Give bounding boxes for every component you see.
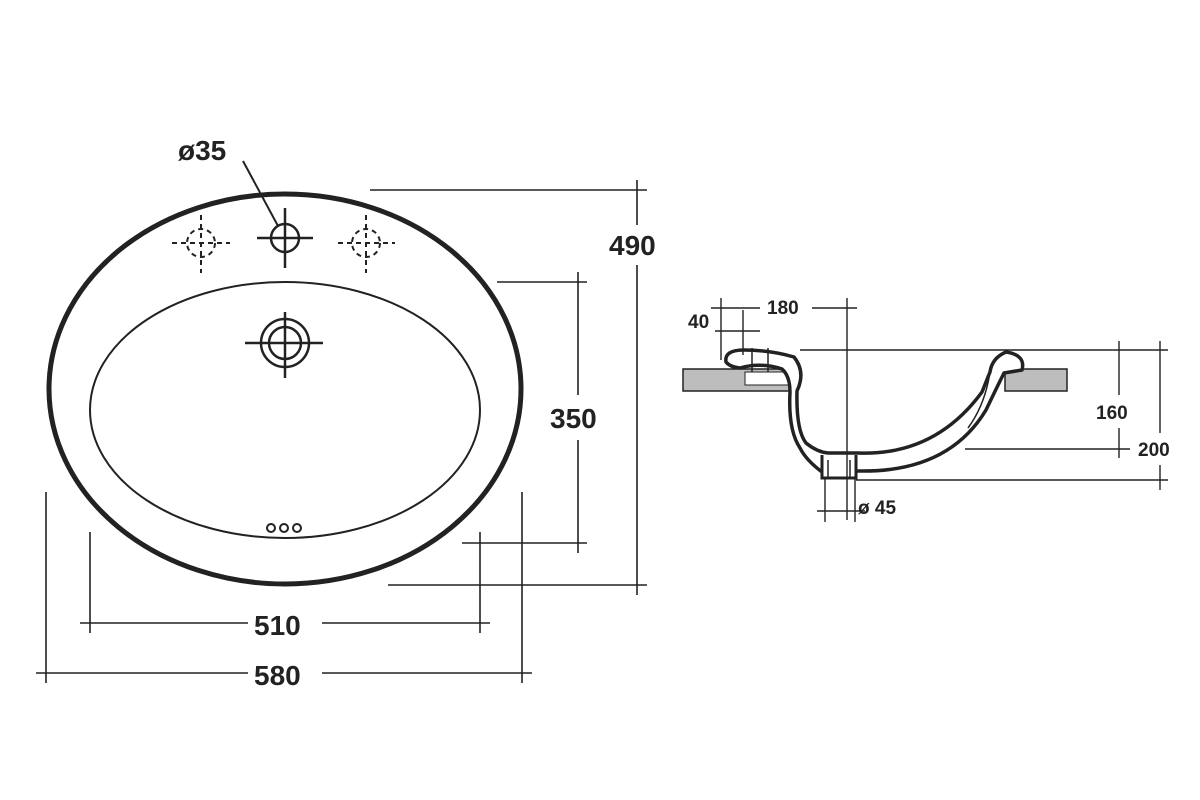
dim-bowl-depth: 350 <box>550 403 597 434</box>
dim-overall-height: 200 <box>1138 440 1170 461</box>
tap-hole-leader <box>242 160 279 227</box>
basin-inner-bowl <box>89 281 481 539</box>
dim-rim: 40 <box>688 312 709 333</box>
section-view <box>682 348 1068 480</box>
dim-offset: 180 <box>767 298 799 319</box>
waste-outlet <box>245 312 323 378</box>
dim-waste: ø 45 <box>858 498 896 519</box>
optional-tap-hole-left <box>172 215 230 273</box>
dim-bowl-height: 160 <box>1096 403 1128 424</box>
tap-hole <box>257 208 313 268</box>
dim-overall-width: 580 <box>254 660 301 691</box>
overflow-holes <box>266 523 302 533</box>
basin-section-wall <box>724 348 1025 474</box>
section-dimensions <box>711 298 1168 522</box>
dim-overall-depth: 490 <box>609 230 656 261</box>
basin-outer-rim <box>46 191 524 587</box>
optional-tap-hole-right <box>338 215 395 273</box>
countertop-right <box>1004 368 1068 392</box>
plan-dimensions <box>36 180 647 683</box>
waste-spigot <box>820 455 858 480</box>
plan-view <box>46 160 524 587</box>
dim-tap-hole: ø35 <box>178 135 226 166</box>
dim-bowl-width: 510 <box>254 610 301 641</box>
